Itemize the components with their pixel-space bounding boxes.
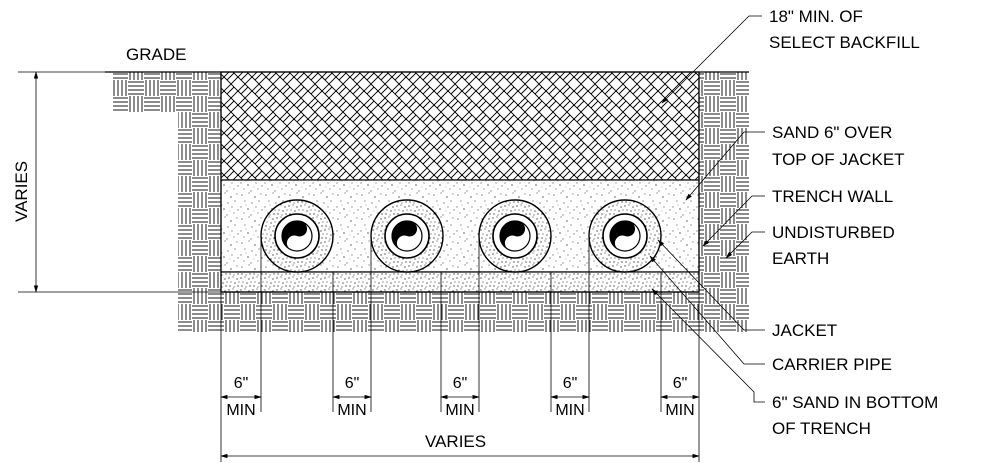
- jacket-label: JACKET: [772, 321, 837, 340]
- spacing-min-label: MIN: [665, 402, 694, 419]
- earth-label-line2: EARTH: [772, 249, 829, 268]
- spacing-min-label: MIN: [337, 402, 366, 419]
- callout-sand-over: SAND 6" OVER TOP OF JACKET: [685, 123, 905, 201]
- undisturbed-earth-bottom: [178, 252, 749, 332]
- pipe-symbol-icon: [282, 221, 308, 251]
- pipe-2: [370, 199, 444, 273]
- select-backfill: [220, 71, 700, 181]
- varies-horizontal-label: VARIES: [425, 432, 486, 451]
- spacing-value: 6": [234, 375, 249, 392]
- callout-carrier-pipe: CARRIER PIPE: [649, 255, 892, 374]
- pipe-3: [478, 199, 552, 273]
- spacing-callout-1: 6" MIN: [220, 236, 262, 419]
- sand-over-label-line1: SAND 6" OVER: [772, 123, 892, 142]
- sand-over-label-line2: TOP OF JACKET: [772, 150, 905, 169]
- callout-undisturbed-earth: UNDISTURBED EARTH: [725, 223, 895, 268]
- spacing-min-label: MIN: [555, 402, 584, 419]
- spacing-value: 6": [345, 375, 360, 392]
- sand-bedding: [220, 271, 700, 293]
- trench-outline: [220, 72, 700, 293]
- pipe-group: [260, 199, 662, 273]
- spacing-callout-4: 6" MIN: [550, 236, 590, 419]
- trench-wall-label: TRENCH WALL: [772, 187, 893, 206]
- varies-vertical-label: VARIES: [12, 161, 31, 222]
- pipe-1: [260, 199, 334, 273]
- spacing-callout-2: 6" MIN: [332, 236, 372, 419]
- pipe-4: [588, 199, 662, 273]
- earth-label-line1: UNDISTURBED: [772, 223, 895, 242]
- backfill-label-line1: 18" MIN. OF: [769, 7, 863, 26]
- spacing-value: 6": [563, 375, 578, 392]
- callout-backfill: 18" MIN. OF SELECT BACKFILL: [661, 7, 920, 104]
- spacing-callout-3: 6" MIN: [440, 236, 480, 419]
- spacing-min-label: MIN: [445, 402, 474, 419]
- callout-sand-bottom: 6" SAND IN BOTTOM OF TRENCH: [651, 288, 938, 438]
- spacing-dimensions: 6" MIN 6" MIN 6" MIN 6" MIN 6" MIN: [220, 236, 700, 419]
- pipe-symbol-icon: [392, 221, 418, 251]
- grade-label: GRADE: [126, 45, 186, 64]
- pipe-symbol-icon: [610, 221, 636, 251]
- spacing-callout-5: 6" MIN: [660, 272, 700, 419]
- spacing-value: 6": [673, 375, 688, 392]
- spacing-min-label: MIN: [226, 402, 255, 419]
- sand-bottom-label-line2: OF TRENCH: [772, 419, 871, 438]
- spacing-value: 6": [453, 375, 468, 392]
- carrier-pipe-label: CARRIER PIPE: [772, 355, 892, 374]
- vertical-dimension: VARIES: [12, 71, 221, 293]
- callout-jacket: JACKET: [657, 239, 837, 340]
- callout-trench-wall: TRENCH WALL: [702, 187, 893, 247]
- horizontal-dimension: VARIES: [220, 292, 700, 462]
- undisturbed-earth-left: [113, 72, 221, 292]
- pipe-symbol-icon: [500, 221, 526, 251]
- backfill-label-line2: SELECT BACKFILL: [769, 33, 920, 52]
- sand-bottom-label-line1: 6" SAND IN BOTTOM: [772, 393, 938, 412]
